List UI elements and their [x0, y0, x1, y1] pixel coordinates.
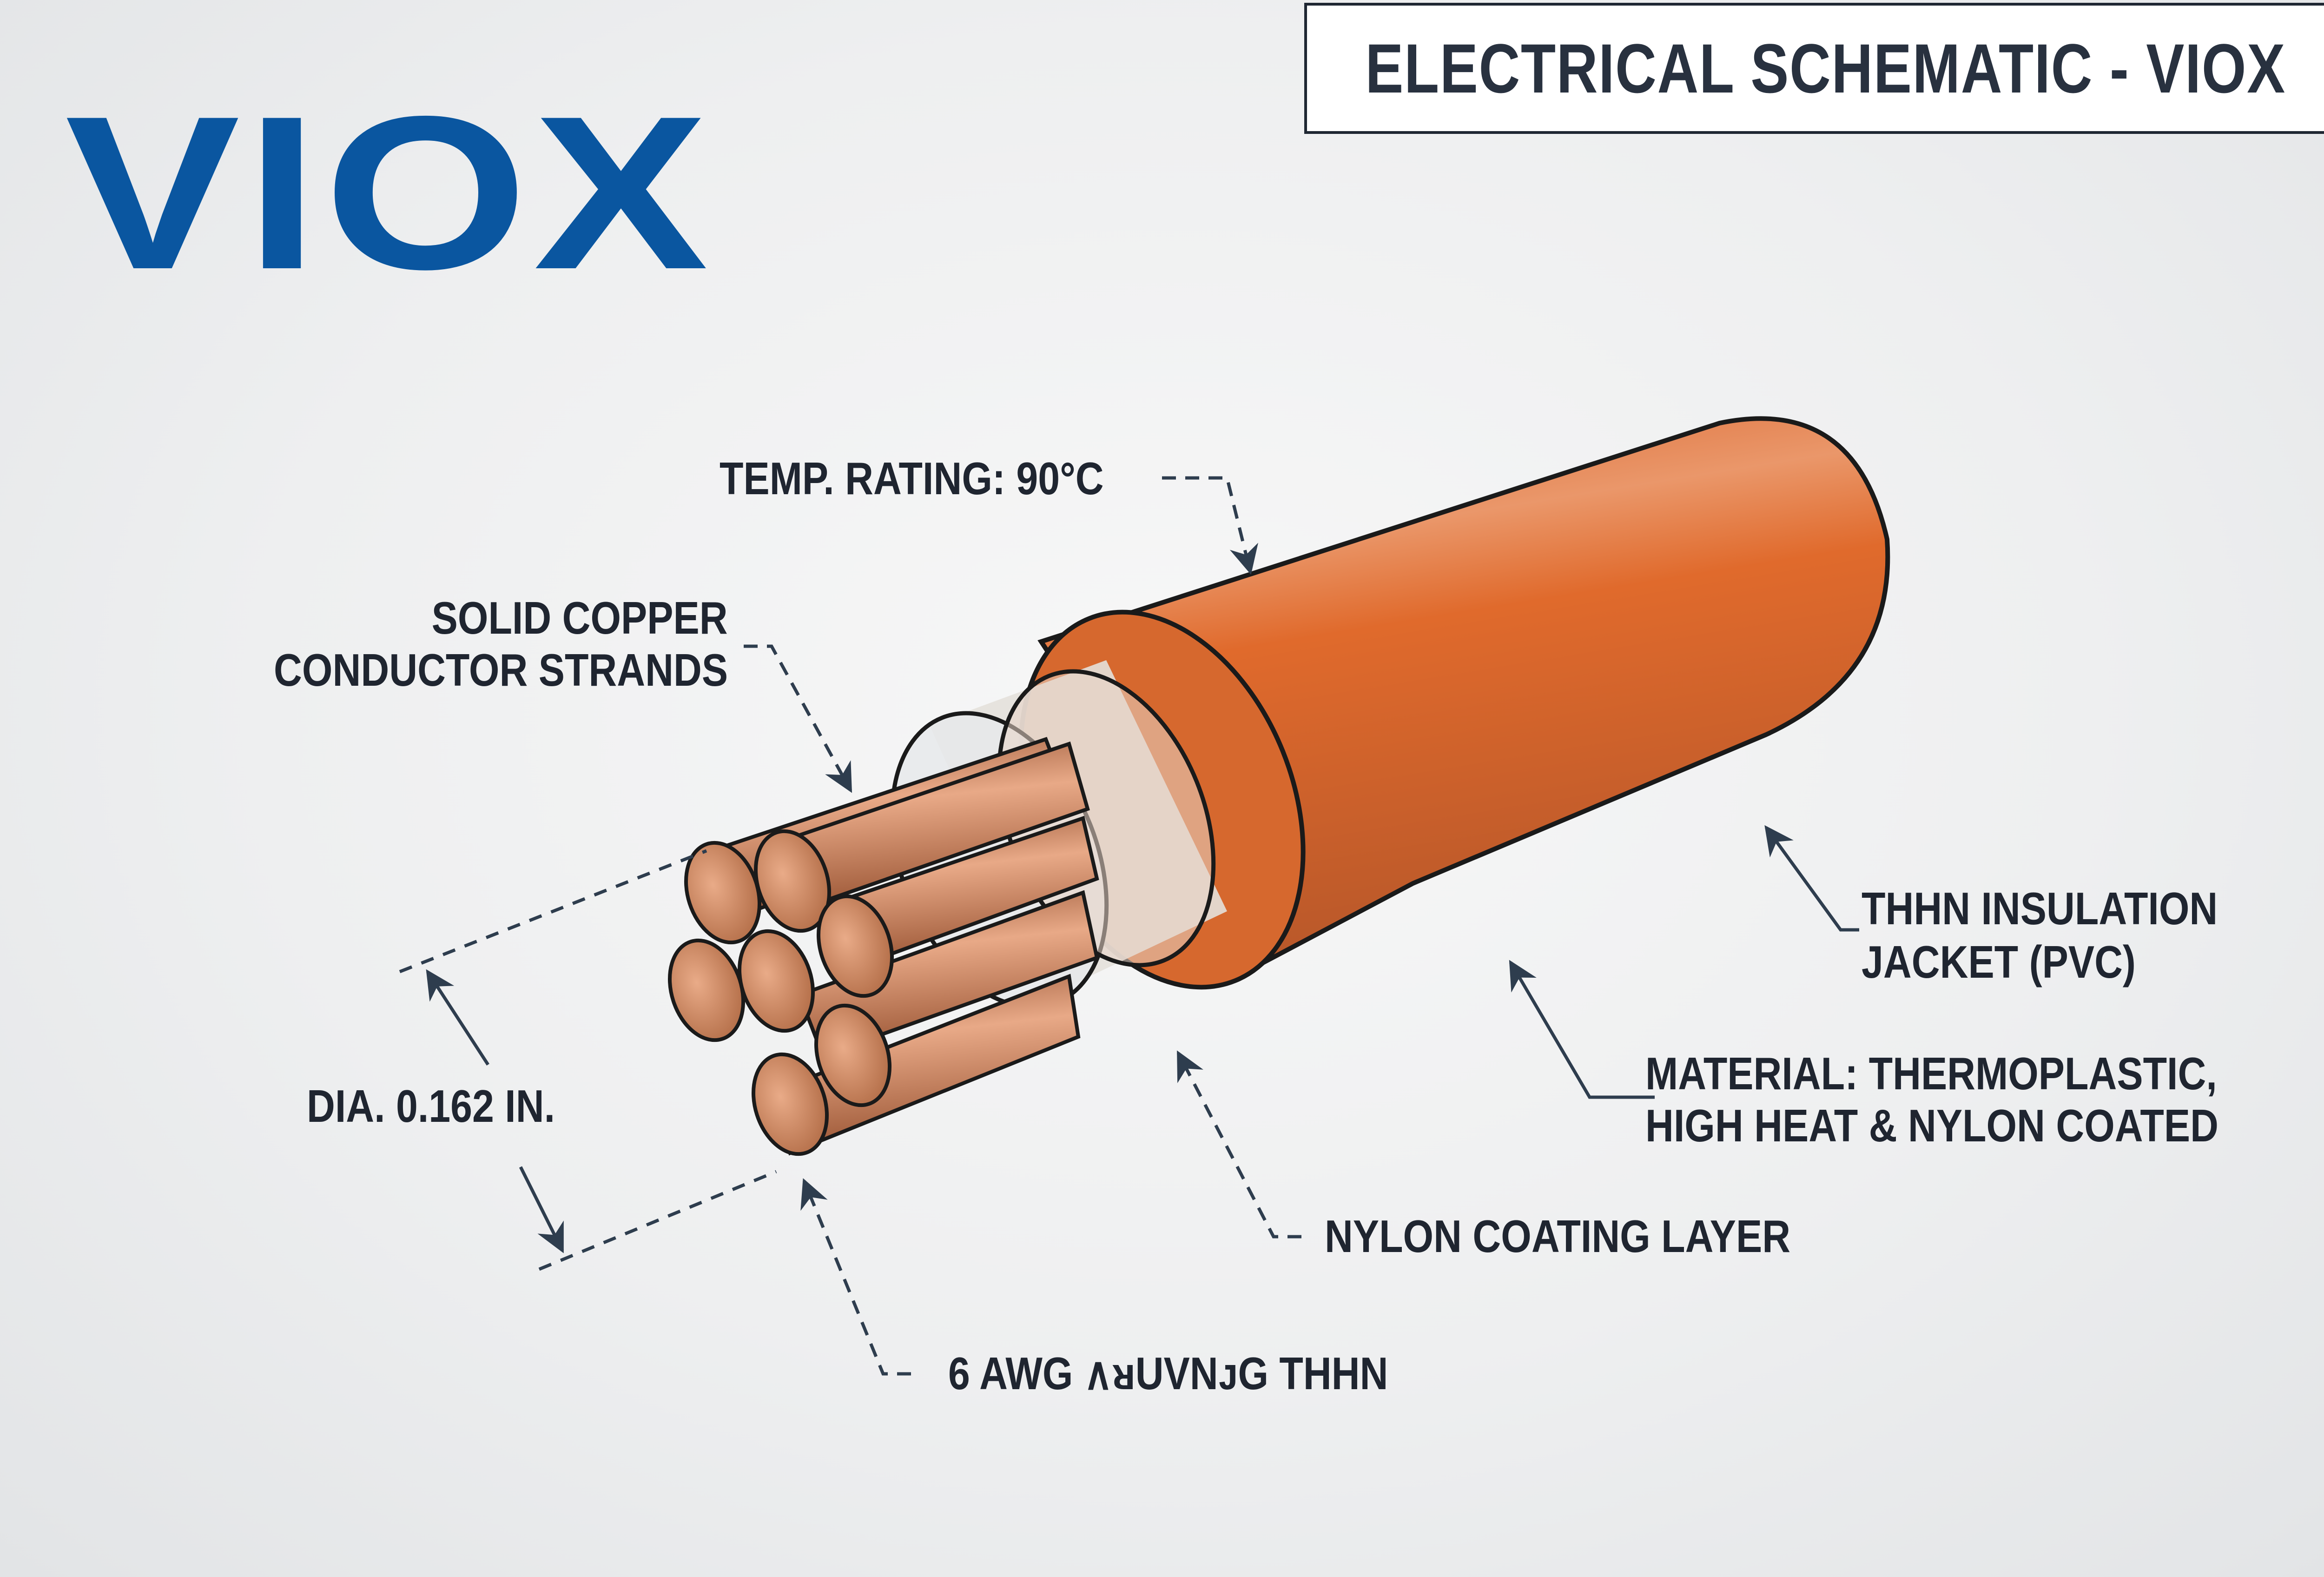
label-material-line2: HIGH HEAT & NYLON COATED	[1645, 1100, 2218, 1151]
conductor-leader	[744, 644, 852, 793]
title-box: ELECTRICAL SCHEMATIC - VIOX	[1304, 3, 2324, 134]
label-nylon-coating: NYLON COATING LAYER	[1325, 1211, 1791, 1262]
dia-arrow-down	[519, 1166, 564, 1253]
nylon-leader	[1176, 1050, 1301, 1239]
label-insulation-line2: JACKET (PVC)	[1862, 936, 2136, 987]
label-diameter: DIA. 0.162 IN.	[307, 1080, 555, 1132]
material-leader	[1509, 960, 1655, 1099]
leader-lines	[399, 476, 1859, 1376]
insulation-leader	[1764, 825, 1859, 932]
page-title: ELECTRICAL SCHEMATIC - VIOX	[1365, 29, 2286, 107]
label-conductor-line2: CONDUCTOR STRANDS	[273, 644, 728, 696]
dim-top	[399, 849, 707, 974]
gauge-leader	[800, 1178, 911, 1376]
label-gauge: 6 AWG ∧ᴚUVNᴊG THHN	[948, 1348, 1388, 1399]
copper-conductor-strands	[667, 736, 1099, 1156]
label-insulation-line1: THHN INSULATION	[1862, 883, 2218, 934]
label-conductor-line1: SOLID COPPER	[432, 592, 728, 643]
label-temp-rating: TEMP. RATING: 90°C	[720, 453, 1104, 504]
dim-bottom	[538, 1170, 777, 1271]
label-material-line1: MATERIAL: THERMOPLASTIC,	[1645, 1048, 2217, 1099]
temp-leader	[1162, 476, 1258, 575]
viox-logo: VIOX	[65, 71, 714, 315]
dia-arrow-up	[426, 969, 489, 1066]
